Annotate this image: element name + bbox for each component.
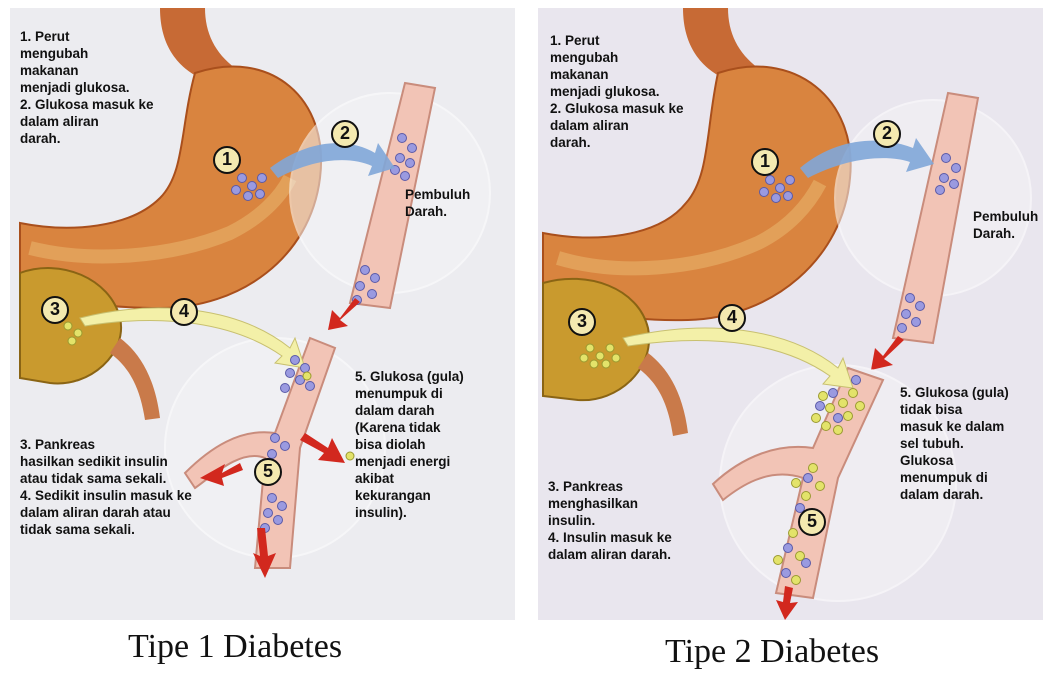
- step-5-text: 5. Glukosa (gula) tidak bisa masuk ke da…: [900, 384, 1009, 503]
- marker-3: 3: [41, 296, 69, 324]
- vessel-label: Pembuluh Darah.: [973, 208, 1038, 242]
- type1-diagram-panel: 1 2 3 4 5 1. Perut mengubah makanan menj…: [10, 8, 515, 620]
- marker-3: 3: [568, 308, 596, 336]
- duodenum: [638, 353, 688, 436]
- marker-1: 1: [751, 148, 779, 176]
- marker-5: 5: [798, 508, 826, 536]
- type1-caption: Tipe 1 Diabetes: [128, 628, 342, 666]
- marker-1: 1: [213, 146, 241, 174]
- steps-3-4-text: 3. Pankreas menghasilkan insulin. 4. Ins…: [548, 478, 672, 563]
- type2-caption: Tipe 2 Diabetes: [665, 633, 879, 671]
- steps-1-2-text: 1. Perut mengubah makanan menjadi glukos…: [550, 32, 684, 151]
- red-arrow-down-top: [328, 298, 360, 330]
- red-arrow-down-top: [871, 336, 904, 370]
- marker-2: 2: [331, 120, 359, 148]
- marker-4: 4: [718, 304, 746, 332]
- steps-3-4-text: 3. Pankreas hasilkan sedikit insulin ata…: [20, 436, 192, 538]
- marker-5: 5: [254, 458, 282, 486]
- step-5-text: 5. Glukosa (gula) menumpuk di dalam dara…: [355, 368, 464, 521]
- marker-4: 4: [170, 298, 198, 326]
- vessel-label: Pembuluh Darah.: [405, 186, 470, 220]
- type2-diagram-panel: 1 2 3 4 5 1. Perut mengubah makanan menj…: [538, 8, 1043, 620]
- marker-2: 2: [873, 120, 901, 148]
- duodenum: [110, 338, 160, 420]
- steps-1-2-text: 1. Perut mengubah makanan menjadi glukos…: [20, 28, 154, 147]
